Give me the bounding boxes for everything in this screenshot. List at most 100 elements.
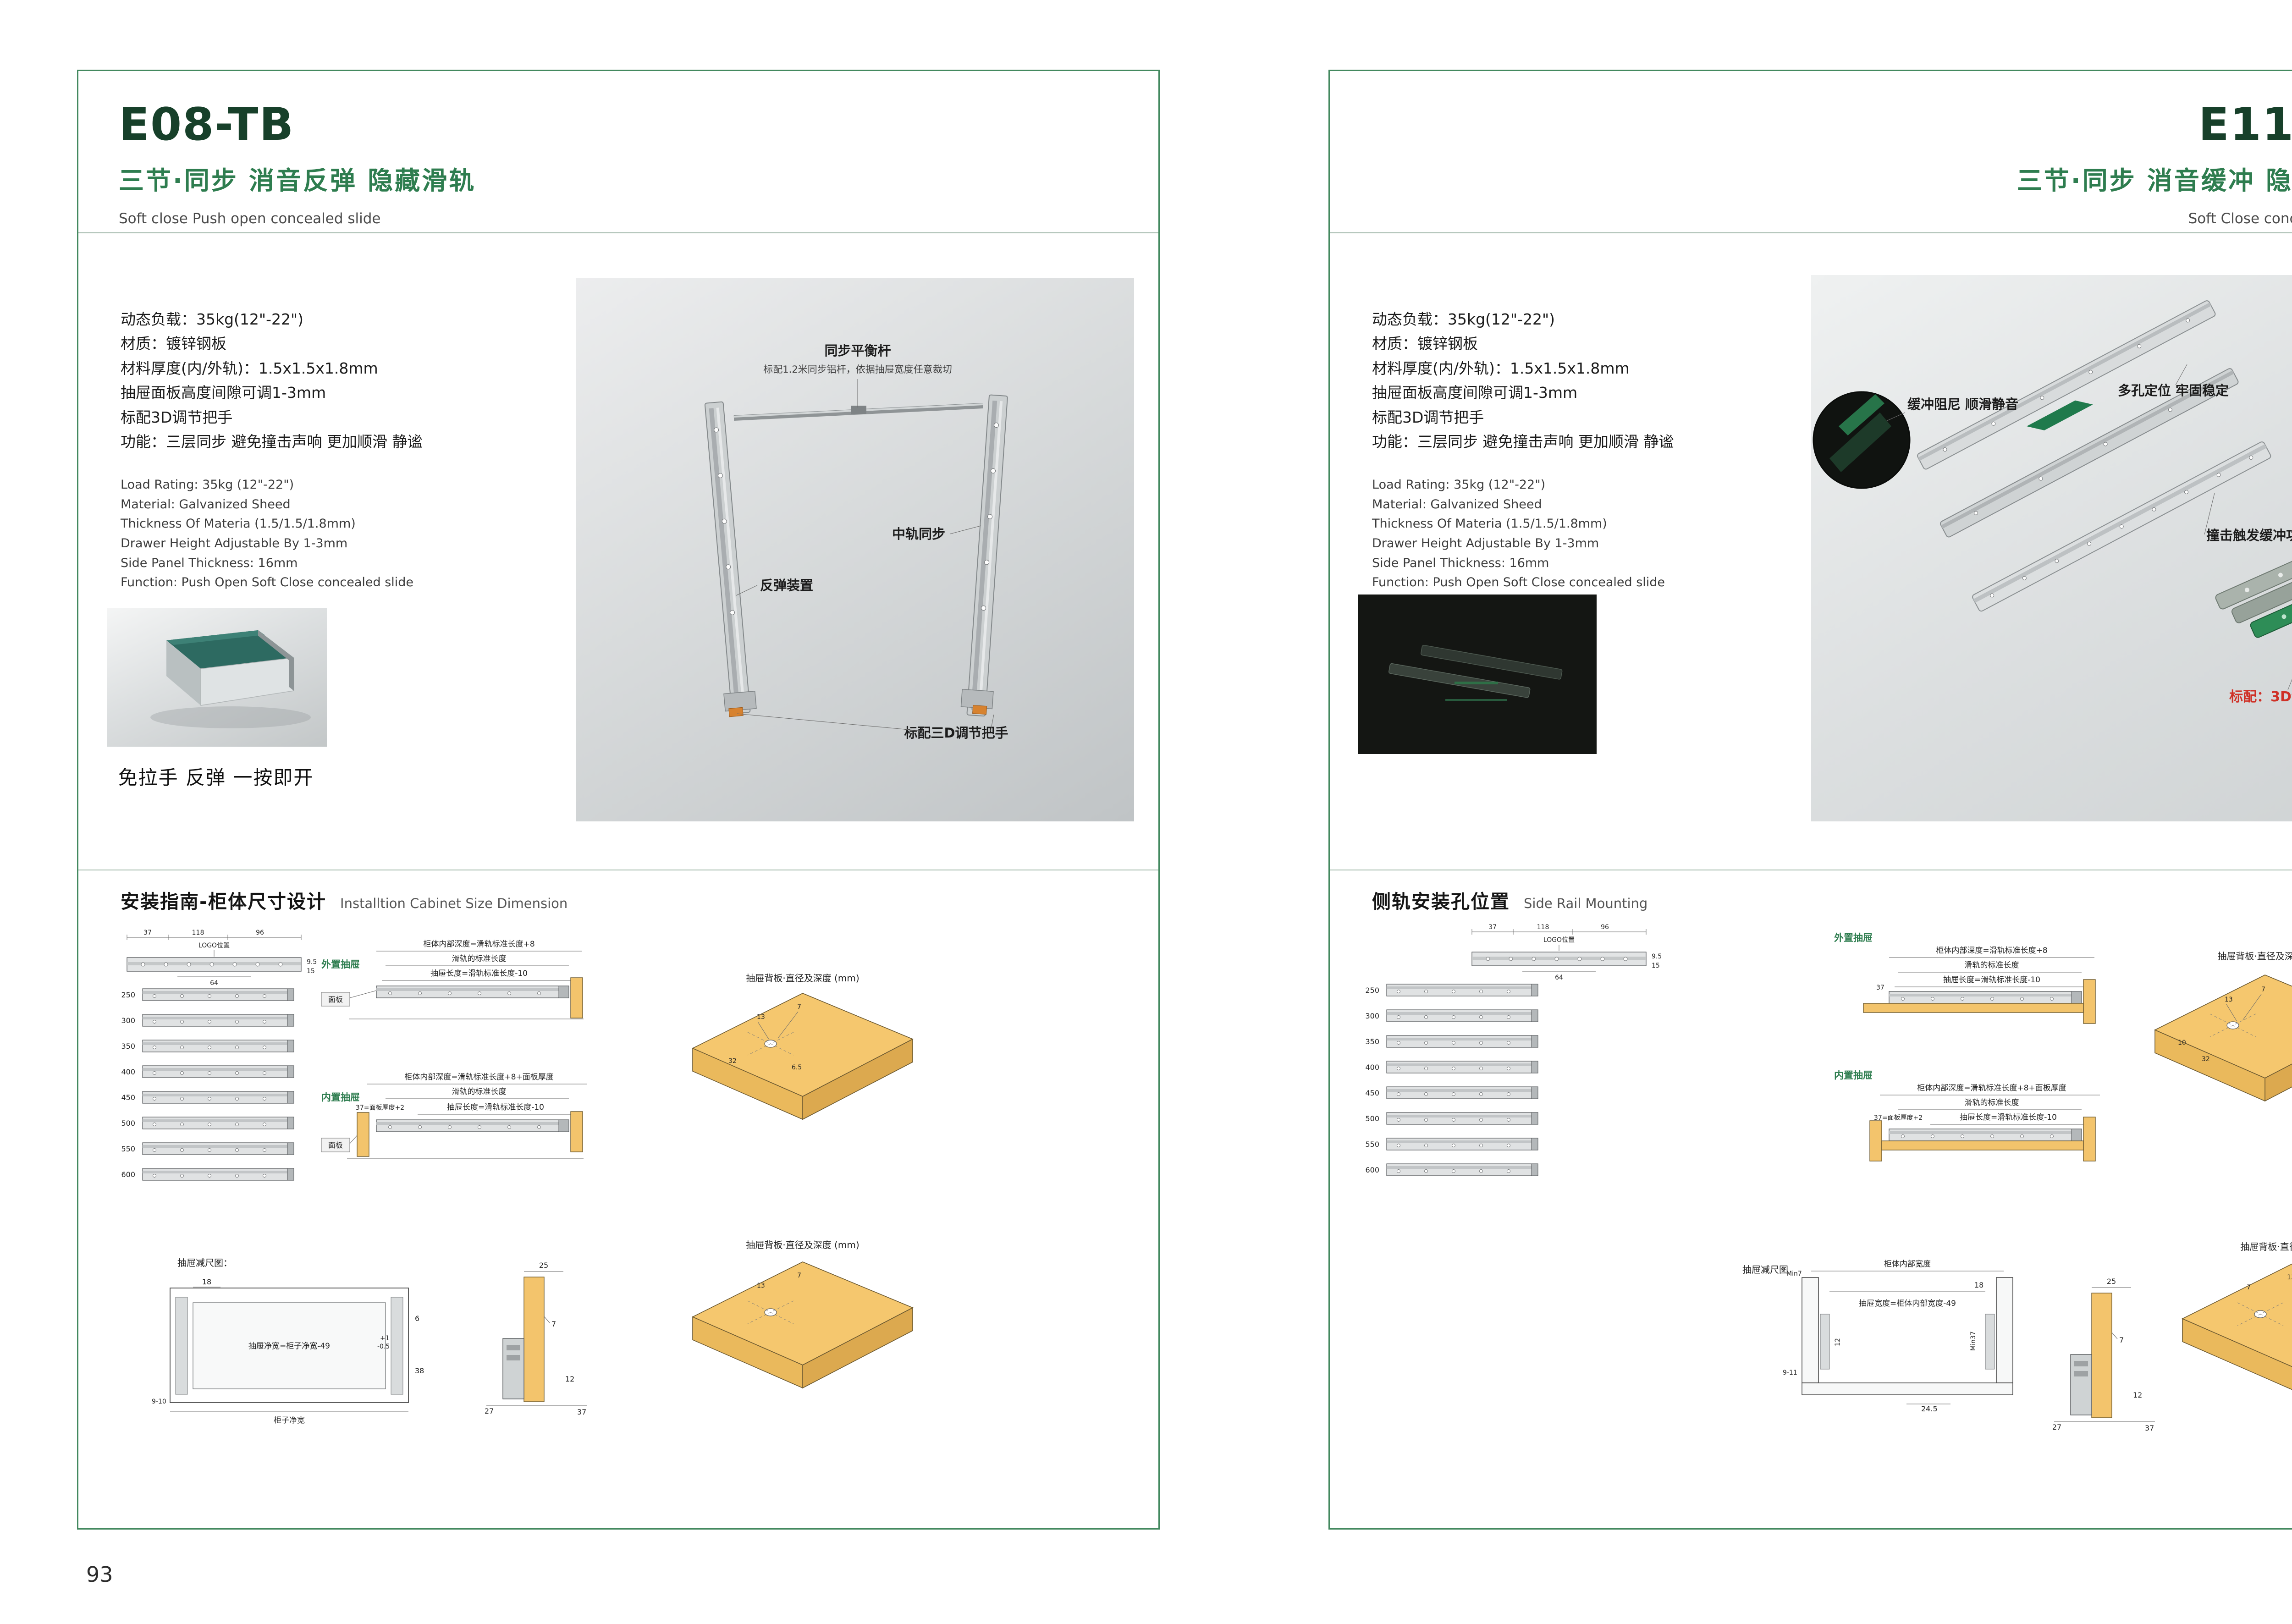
spec-line: Side Panel Thickness: 16mm (121, 556, 298, 570)
length-label: 400 (121, 1068, 135, 1076)
product-page-e11: E11-TB 三节·同步 消音缓冲 隐藏滑轨 Soft Close concea… (1328, 70, 2292, 1530)
header-divider (1330, 232, 2292, 233)
formula-rail-length: 滑轨的标准长度 (452, 1087, 507, 1096)
dim-64: 64 (210, 980, 218, 987)
e08-thumbnail-image (107, 608, 327, 747)
spec-line: Load Rating: 35kg (12"-22") (121, 478, 294, 492)
callout-handle: 标配三D调节把手 (737, 713, 1008, 741)
dim-25: 25 (2107, 1277, 2116, 1286)
dim-9-11: 9-11 (1783, 1369, 1797, 1376)
rail-length-chart: 250 300 350 400 450 500 550 600 (1365, 984, 1538, 1176)
section-title-en: Side Rail Mounting (1524, 896, 1648, 911)
e11-subtitle-cn: 三节·同步 消音缓冲 隐藏滑轨 (2017, 166, 2292, 195)
e11-specs-en: Load Rating: 35kg (12"-22") Material: Ga… (1372, 475, 1665, 593)
page-number-left: 93 (86, 1562, 113, 1587)
dim-12: 12 (2133, 1391, 2142, 1399)
e11-model-title: E11-TB (2198, 99, 2292, 151)
formula-rail-length: 滑轨的标准长度 (1965, 1098, 2019, 1107)
header-divider (78, 232, 1158, 233)
e08-section-title: 安装指南-柜体尺寸设计 Installtion Cabinet Size Dime… (121, 886, 567, 914)
formula-cabinet-depth: 柜体内部深度=滑轨标准长度+8+面板厚度 (1917, 1084, 2066, 1093)
handle-label: 标配三D调节把手 (904, 725, 1008, 741)
section-title-cn: 安装指南-柜体尺寸设计 (121, 891, 327, 913)
panel-tag: 面板 (321, 1135, 358, 1152)
e08-header: E08-TB 三节·同步 消音反弹 隐藏滑轨 Soft close Push o… (119, 99, 1118, 227)
hole-pattern-diagram: 37 118 96 LOGO位置 9.5 15 (1471, 924, 1662, 981)
length-label: 550 (121, 1145, 135, 1153)
length-label: 350 (1365, 1037, 1379, 1046)
spec-line: Drawer Height Adjustable By 1-3mm (1372, 536, 1599, 551)
inner-drawer-label: 内置抽屉 (321, 1092, 360, 1103)
spec-line: Thickness Of Materia (1.5/1.5/1.8mm) (121, 517, 356, 531)
spec-line: 材料厚度(内/外轨)：1.5x1.5x1.8mm (1372, 359, 1630, 377)
dim-27: 27 (485, 1407, 494, 1415)
rail-length-chart: 250 300 350 400 450 500 550 600 (121, 988, 294, 1181)
section-title-en: Installtion Cabinet Size Dimension (340, 896, 568, 911)
rail-middle (1940, 368, 2239, 538)
outer-drawer-diagram: 外置抽屉 柜体内部深度=滑轨标准长度+8 滑轨的标准长度 抽屉长度=滑轨标准长度… (1834, 932, 2096, 1024)
callout-damper: 缓冲阻尼 顺滑静音 (1886, 396, 2018, 421)
hole-pattern-diagram: 37 118 96 LOGO位置 9.5 15 (127, 929, 317, 987)
dim-118: 118 (1537, 924, 1549, 931)
callout-rebound: 反弹装置 (736, 578, 813, 596)
rail-top (1917, 300, 2216, 470)
length-label: 250 (121, 991, 135, 999)
formula-cabinet-depth: 柜体内部深度=滑轨标准长度+8 (1936, 946, 2047, 955)
inner-drawer-diagram: 内置抽屉 柜体内部深度=滑轨标准长度+8+面板厚度 滑轨的标准长度 37=面板厚… (1834, 1070, 2100, 1162)
length-label: 300 (121, 1016, 135, 1025)
length-label: 600 (1365, 1166, 1379, 1174)
dim-37: 37 (577, 1408, 586, 1416)
back-panel-label: 抽屉背板·直径及深度 (mm) (746, 1239, 859, 1250)
corner-dim: 13 (757, 1013, 765, 1021)
formula-cabinet-depth: 柜体内部深度=滑轨标准长度+8+面板厚度 (404, 1073, 554, 1082)
spec-line: 动态负载：35kg(12"-22") (121, 310, 304, 328)
cabinet-inner-width-label: 柜体内部宽度 (1884, 1260, 1931, 1269)
panel-tag: 面板 (321, 990, 377, 1007)
tolerance-minus: -0.5 (377, 1343, 390, 1350)
sync-bar-note: 标配1.2米同步铝杆，依据抽屉宽度任意裁切 (763, 364, 952, 375)
formula-37-panel: 37=面板厚度+2 (1874, 1114, 1923, 1122)
damper-arrow (2027, 400, 2093, 430)
damper-label: 缓冲阻尼 顺滑静音 (1907, 396, 2018, 412)
adjuster-handle-part (2215, 540, 2292, 638)
cross-section-diagram: 25 7 12 27 37 (485, 1261, 587, 1416)
spec-line: Function: Push Open Soft Close concealed… (1372, 575, 1665, 590)
corner-dim: 7 (2247, 1284, 2251, 1291)
spec-line: 材料厚度(内/外轨)：1.5x1.5x1.8mm (121, 359, 378, 377)
length-label: 500 (121, 1119, 135, 1128)
e08-subtitle-en: Soft close Push open concealed slide (119, 210, 381, 227)
cabinet-width-diagram: 抽屉减尺图 柜体内部宽度 抽屉宽度=柜体内部宽度-49 18 Min7 12 M… (1742, 1260, 2013, 1413)
dim-96: 96 (1601, 924, 1609, 931)
back-panel-label: 抽屉背板·直径及深度 (mm) (2240, 1241, 2292, 1252)
slide-photo-dark (1358, 595, 1597, 754)
multi-hole-label: 多孔定位 牢固稳定 (2118, 383, 2229, 398)
callout-mid-rail: 中轨同步 (892, 525, 981, 542)
corner-dim: 32 (2202, 1056, 2210, 1063)
product-page-e08: E08-TB 三节·同步 消音反弹 隐藏滑轨 Soft close Push o… (77, 70, 1160, 1530)
back-panel-drawing-bottom: 抽屉背板·直径及深度 (mm) 13 7 (692, 1239, 913, 1388)
formula-rail-length: 滑轨的标准长度 (452, 954, 507, 963)
length-label: 350 (121, 1042, 135, 1051)
reduce-label: 抽屉减尺图： (177, 1257, 232, 1268)
corner-dim: 13 (2225, 996, 2233, 1003)
e11-install-drawing: 37 118 96 LOGO位置 9.5 15 (1365, 924, 2292, 1432)
formula-rail-length: 滑轨的标准长度 (1965, 961, 2019, 970)
spec-line: 功能：三层同步 避免撞击声响 更加顺滑 静谧 (1372, 433, 1674, 451)
length-label: 400 (1365, 1063, 1379, 1072)
dim-7: 7 (551, 1320, 556, 1328)
spec-line: 抽屉面板高度间隙可调1-3mm (121, 384, 326, 402)
rebound-label: 反弹装置 (760, 578, 813, 593)
e11-subtitle-en: Soft Close concealed slide (2188, 210, 2292, 227)
corner-dim: 7 (2261, 986, 2265, 993)
dim-37: 37 (143, 929, 152, 936)
spec-line: Function: Push Open Soft Close concealed… (121, 575, 414, 590)
dim-9-5: 9.5 (1652, 953, 1662, 960)
formula-drawer-length: 抽屉长度=滑轨标准长度-10 (1943, 975, 2040, 985)
cabinet-width-label: 柜子净宽 (274, 1416, 305, 1425)
panel-tag-label: 面板 (328, 1141, 343, 1150)
dim-7: 7 (2119, 1336, 2124, 1344)
dim-37: 37 (2145, 1424, 2154, 1432)
dim-15: 15 (1652, 962, 1660, 969)
spec-line: 材质：镀锌钢板 (121, 335, 226, 353)
